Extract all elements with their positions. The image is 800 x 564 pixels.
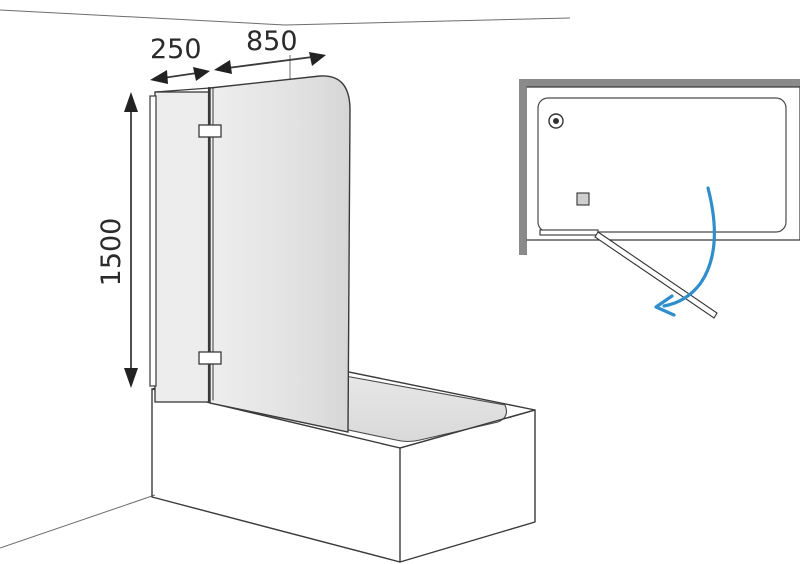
plan-bathtub xyxy=(537,97,787,233)
fixed-panel-width-dimension: 250 xyxy=(150,34,210,84)
hinge-top xyxy=(198,124,222,138)
door-glass-panel xyxy=(209,75,351,433)
curved-arrow-icon xyxy=(662,186,716,308)
plan-wall-top xyxy=(519,79,800,87)
hinge-bottom xyxy=(198,351,222,365)
wall-profile xyxy=(149,95,157,387)
height-label: 1500 xyxy=(96,218,127,287)
plan-fixed-panel xyxy=(539,229,599,236)
shower-screen xyxy=(149,75,351,433)
door-width-dimension: 850 xyxy=(214,26,326,74)
fixed-panel-width-label: 250 xyxy=(150,34,202,65)
plan-wall-left xyxy=(519,79,527,255)
height-dimension: 1500 xyxy=(96,92,138,388)
tap-icon xyxy=(576,192,590,206)
double-arrow-icon xyxy=(124,92,138,112)
door-width-label: 850 xyxy=(246,26,298,57)
plan-view xyxy=(519,79,800,319)
